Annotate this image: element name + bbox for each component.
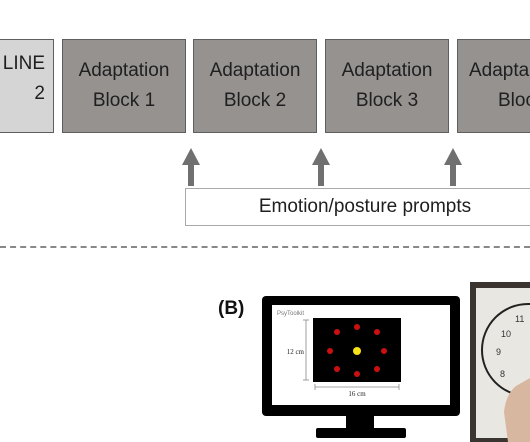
prompt-arrows [182, 148, 462, 186]
clock-number-9: 9 [496, 347, 501, 357]
arrow-up-icon-2 [312, 148, 330, 186]
target-dot-left [327, 348, 333, 354]
adaptation-block-3: Adaptation Block 3 [325, 39, 449, 133]
target-dot-top-left [334, 329, 340, 335]
block-4-label-line1: Adapta [469, 60, 530, 81]
arrow-up-icon-3 [444, 148, 462, 186]
arrow-up-icon-1 [182, 148, 200, 186]
width-dimension-label: 16 cm [348, 390, 366, 398]
target-dot-bottom-right [374, 366, 380, 372]
target-dot-right [381, 348, 387, 354]
monitor-illustration: PsyToolkit 12 cm 16 cm [262, 296, 460, 438]
target-dot-top [354, 324, 360, 330]
targets [327, 324, 387, 377]
center-dot [353, 347, 361, 355]
clock-photo: 11 10 9 8 [470, 282, 530, 442]
target-dot-top-right [374, 329, 380, 335]
block-4-label-line2: Block [498, 90, 530, 111]
block-2-label-line1: Adaptation [209, 60, 301, 81]
height-dimension-label: 12 cm [287, 348, 305, 356]
target-dot-bottom [354, 371, 360, 377]
baseline-block-2: LINE 2 [0, 39, 54, 133]
block-1-label-line1: Adaptation [78, 60, 170, 81]
block-3-label-line1: Adaptation [341, 60, 433, 81]
monitor-neck [346, 416, 374, 430]
prompts-label: Emotion/posture prompts [258, 196, 472, 217]
adaptation-block-1: Adaptation Block 1 [62, 39, 186, 133]
block-2-label-line2: Block 2 [223, 90, 287, 111]
screen-title: PsyToolkit [277, 311, 304, 317]
adaptation-block-4-partial: Adapta Block [457, 39, 530, 133]
dimension-horizontal [314, 384, 400, 390]
baseline-label-line2: 2 [34, 83, 45, 104]
panel-b-label: (B) [218, 298, 245, 319]
monitor-base [316, 428, 406, 438]
block-1-label-line2: Block 1 [92, 90, 156, 111]
block-3-label-line2: Block 3 [355, 90, 419, 111]
prompts-box: Emotion/posture prompts [185, 188, 530, 226]
dimension-vertical [303, 319, 309, 381]
target-dot-bottom-left [334, 366, 340, 372]
clock-number-11: 11 [515, 314, 524, 324]
baseline-label-line1: LINE [2, 53, 45, 74]
clock-number-8: 8 [500, 369, 505, 379]
clock-number-10: 10 [501, 329, 511, 339]
hand-shape [504, 378, 530, 442]
clock-photo-drawing: 11 10 9 8 [470, 282, 530, 442]
adaptation-block-2: Adaptation Block 2 [193, 39, 317, 133]
section-divider [0, 246, 530, 248]
